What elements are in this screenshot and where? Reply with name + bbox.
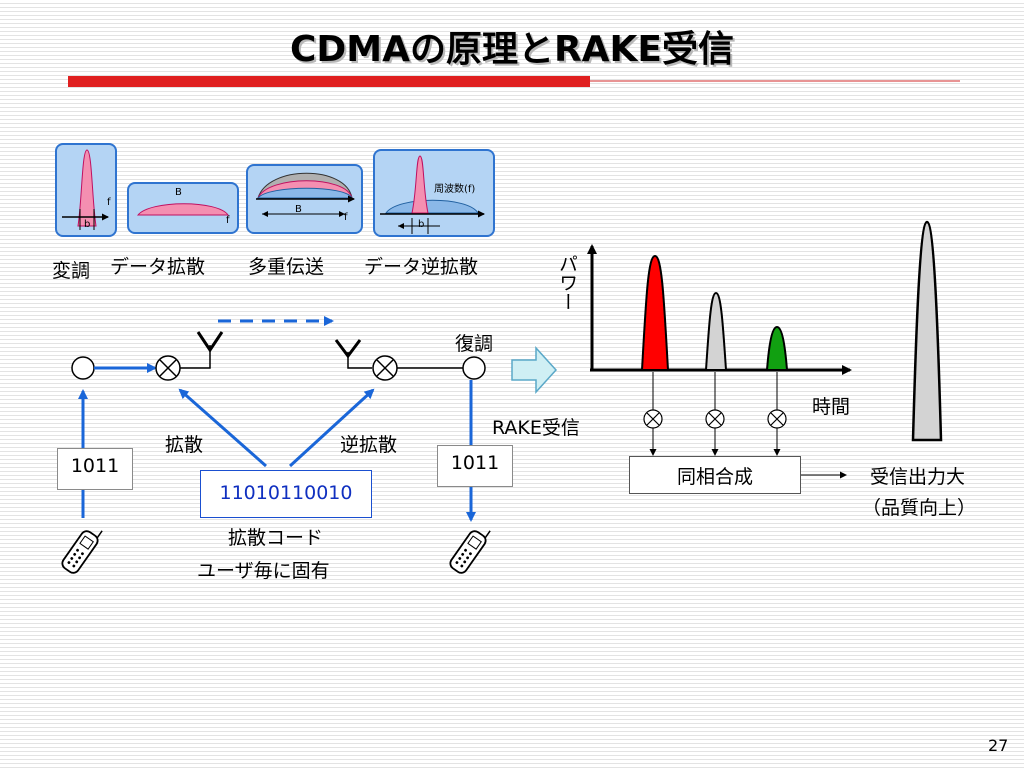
label-despreading: データ逆拡散 xyxy=(364,256,479,278)
spread-mixer xyxy=(155,355,181,381)
mod-f-label: f xyxy=(107,197,111,208)
spreading-code: 11010110010 xyxy=(219,482,353,504)
power-axis-label: パワー xyxy=(556,254,578,311)
peak-red xyxy=(640,254,670,371)
label-modulation: 変調 xyxy=(52,260,91,282)
panel-despreading xyxy=(373,149,495,237)
time-axis-label: 時間 xyxy=(812,396,851,418)
peak-gray xyxy=(704,291,728,371)
combiner-label: 同相合成 xyxy=(676,466,753,488)
label-despread: 逆拡散 xyxy=(340,434,398,456)
label-rake: RAKE受信 xyxy=(492,417,580,439)
rake-mixer-1 xyxy=(643,409,663,429)
output-label-2: （品質向上） xyxy=(862,497,977,519)
tx-modulator-node xyxy=(71,356,95,380)
rx-antenna-wire xyxy=(347,352,372,369)
mod-b-label: b xyxy=(84,219,91,230)
label-spread: 拡散 xyxy=(165,434,204,456)
code-caption: 拡散コード xyxy=(228,527,324,549)
rx-data-box: 1011 xyxy=(437,445,513,487)
combiner-box: 同相合成 xyxy=(629,456,801,494)
arrow-code-to-despread xyxy=(288,388,375,468)
despread-mixer xyxy=(372,355,398,381)
code-box: 11010110010 xyxy=(200,470,372,518)
slide-title: CDMAの原理とRAKE受信 xyxy=(289,29,735,70)
panel-multiplex xyxy=(246,164,363,234)
multiplex-f-label: f xyxy=(344,212,348,223)
tx-phone-icon xyxy=(61,530,103,574)
rake-mixer-3 xyxy=(767,409,787,429)
rx-phone-icon xyxy=(449,530,491,574)
arrow-code-to-spread xyxy=(178,388,267,468)
peak-green xyxy=(765,325,789,371)
freq-label: 周波数(f) xyxy=(434,184,476,195)
code-caption-2: ユーザ毎に固有 xyxy=(197,560,330,582)
output-label-1: 受信出力大 xyxy=(870,466,966,488)
tx-data-box: 1011 xyxy=(57,448,133,490)
title-underline-red xyxy=(68,76,590,87)
panel-modulation xyxy=(55,143,117,237)
rx-demodulator-node xyxy=(462,356,486,380)
tx-antenna-wire xyxy=(180,345,211,369)
tx-antenna xyxy=(196,331,224,353)
panel-spreading xyxy=(127,182,239,234)
label-spreading: データ拡散 xyxy=(110,256,206,278)
despread-b-label: b xyxy=(418,219,425,230)
rx-data: 1011 xyxy=(450,452,500,474)
rake-mixer-2 xyxy=(705,409,725,429)
peak-combined-output xyxy=(911,220,943,442)
tx-data: 1011 xyxy=(70,455,120,477)
multiplex-B-label: B xyxy=(295,204,302,215)
page-number: 27 xyxy=(988,736,1009,755)
spread-B-label: B xyxy=(175,187,182,198)
label-demod: 復調 xyxy=(455,333,494,355)
spread-f-label: f xyxy=(226,215,230,226)
label-multiplex: 多重伝送 xyxy=(248,256,325,278)
block-arrow-to-rake xyxy=(511,346,558,394)
